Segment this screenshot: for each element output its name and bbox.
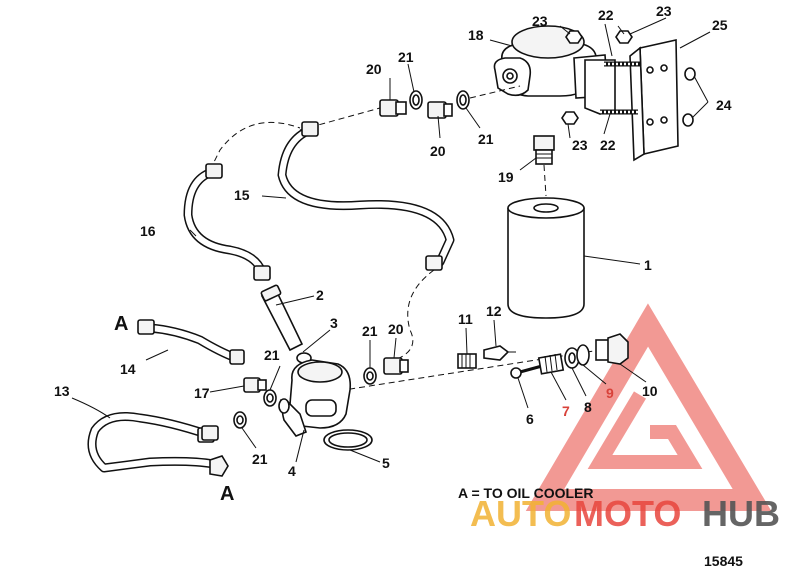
fitting-17 <box>243 377 267 393</box>
mounting-bracket-25 <box>629 39 679 162</box>
gasket-5 <box>323 429 373 451</box>
seal-8 <box>564 347 580 369</box>
callout-4: 4 <box>288 463 296 479</box>
callout-21-upper-left: 21 <box>398 49 414 65</box>
fitting-lower <box>201 425 219 441</box>
spring-7 <box>537 353 565 375</box>
callout-9: 9 <box>606 385 614 401</box>
callout-8: 8 <box>584 399 592 415</box>
washers-24 <box>682 67 696 127</box>
fitting-20-upper-left <box>379 99 407 117</box>
callout-10: 10 <box>642 383 658 399</box>
filter-housing-4 <box>281 359 352 437</box>
callout-3: 3 <box>330 315 338 331</box>
callout-14: 14 <box>120 361 136 377</box>
oil-line-16 <box>183 163 271 281</box>
washer-21-lower-2 <box>233 411 247 429</box>
callout-11: 11 <box>458 311 473 327</box>
oring-9 <box>576 344 590 366</box>
fitting-20-upper-mid <box>427 101 453 119</box>
callout-12: 12 <box>486 303 502 319</box>
callout-17: 17 <box>194 385 210 401</box>
callout-7: 7 <box>562 403 570 419</box>
callout-5: 5 <box>382 455 390 471</box>
callout-25: 25 <box>712 17 728 33</box>
callout-20-upper-mid: 20 <box>430 143 446 159</box>
studs-22 <box>600 61 640 115</box>
callout-21-lower-left: 21 <box>264 347 280 363</box>
oil-line-14 <box>137 319 245 365</box>
spring-11 <box>457 353 477 369</box>
callout-15: 15 <box>234 187 250 203</box>
watermark-text: AUTO MOTO HUB <box>470 493 780 534</box>
callout-23-top-left: 23 <box>532 13 548 29</box>
valve-12 <box>483 345 516 361</box>
adapter-nipple-19 <box>533 135 555 165</box>
callout-20-lower-right: 20 <box>388 321 404 337</box>
filter-adapter-18 <box>493 25 616 115</box>
callout-20-upper-left: 20 <box>366 61 382 77</box>
oil-line-15 <box>277 121 455 271</box>
washer-21-lower-3 <box>278 398 290 414</box>
plug-10 <box>595 333 629 365</box>
watermark-part-2: MOTO <box>574 493 681 534</box>
callout-22-top: 22 <box>598 7 614 23</box>
washer-21-upper-mid <box>456 90 470 110</box>
fitting-20-right <box>383 357 409 375</box>
watermark-triangle <box>525 303 772 511</box>
valve-pin-6 <box>510 364 543 379</box>
connection-label-a-upper: A <box>114 313 128 335</box>
oil-filter-1 <box>507 197 585 319</box>
callout-21-lower-right: 21 <box>362 323 378 339</box>
callout-1: 1 <box>644 257 652 273</box>
washer-21-right <box>363 367 377 385</box>
callout-23-top-right: 23 <box>656 3 672 19</box>
callout-21-upper-right: 21 <box>478 131 494 147</box>
connection-label-a-lower: A <box>220 483 234 505</box>
watermark-part-1: AUTO <box>470 493 571 534</box>
watermark-part-3: HUB <box>702 493 780 534</box>
oil-cooler-note: A = TO OIL COOLER <box>458 485 593 501</box>
washer-21-lower-1 <box>263 389 277 407</box>
callout-21-lower-bottom: 21 <box>252 451 268 467</box>
callout-2: 2 <box>316 287 324 303</box>
callout-18: 18 <box>468 27 484 43</box>
callout-19: 19 <box>498 169 514 185</box>
figure-number: 15845 <box>704 553 743 569</box>
callout-13: 13 <box>54 383 70 399</box>
callout-23-bottom: 23 <box>572 137 588 153</box>
tube-adapter-2 <box>260 284 304 352</box>
callout-22-bottom: 22 <box>600 137 616 153</box>
nuts-23 <box>561 30 633 125</box>
callout-6: 6 <box>526 411 534 427</box>
washer-21-upper-left <box>409 90 423 110</box>
callout-24: 24 <box>716 97 732 113</box>
callout-16: 16 <box>140 223 156 239</box>
